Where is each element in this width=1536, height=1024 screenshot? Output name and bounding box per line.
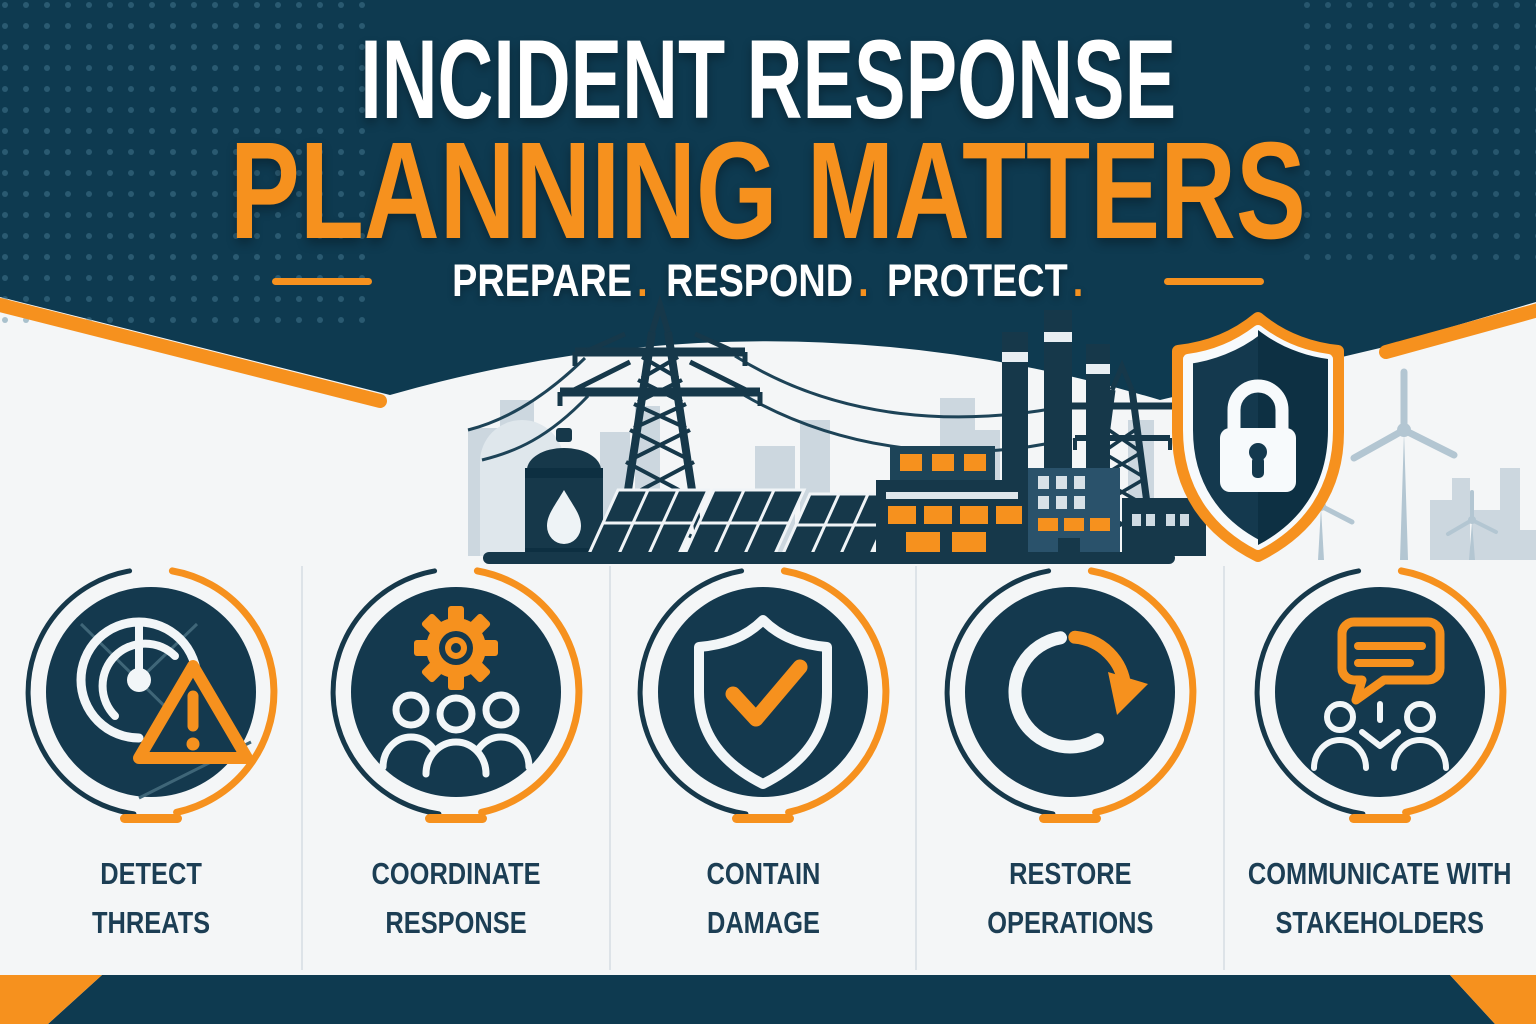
header-banner (0, 0, 1536, 400)
speech-bubble-icon (1337, 617, 1445, 705)
tagline-word: PREPARE (452, 255, 633, 306)
dot-pattern-right (1300, 0, 1536, 262)
column-divider (301, 566, 303, 970)
tagline-period: . (1073, 255, 1084, 306)
step-label: COORDINATE RESPONSE (372, 849, 541, 947)
header-accent-stripe-right (1379, 303, 1536, 359)
step-label-line2: STAKEHOLDERS (1275, 905, 1485, 940)
step-label: RESTORE OPERATIONS (987, 849, 1153, 947)
footer-accent-right (1450, 975, 1536, 1024)
step-label-line1: DETECT (100, 856, 202, 891)
step-label: DETECT THREATS (92, 849, 210, 947)
step-dash (1039, 814, 1101, 823)
communication-icon (1254, 567, 1507, 817)
city-skyline (468, 398, 1536, 560)
step-label-line1: CONTAIN (706, 856, 820, 891)
radar-alert-icon (25, 567, 278, 817)
step-label-line2: THREATS (91, 905, 211, 940)
shield-check-icon (637, 567, 890, 817)
tagline-period: . (637, 255, 648, 306)
step-coordinate-response: COORDINATE RESPONSE (302, 562, 610, 947)
column-divider (609, 566, 611, 970)
step-restore-operations: RESTORE OPERATIONS (916, 562, 1224, 947)
shield-lock-icon (1172, 312, 1344, 562)
ground-bar (483, 552, 1175, 564)
step-label-line2: DAMAGE (706, 905, 820, 940)
step-label-line2: RESPONSE (385, 905, 527, 940)
column-divider (915, 566, 917, 970)
factory-icon (876, 310, 1206, 556)
dot-pattern-left (0, 0, 370, 330)
steps-row: DETECT THREATS (0, 562, 1536, 947)
step-label: CONTAIN DAMAGE (706, 849, 820, 947)
step-label-line1: RESTORE (1008, 856, 1132, 891)
step-dash (732, 814, 794, 823)
tagline-text: PREPARE.RESPOND.PROTECT. (452, 255, 1083, 307)
step-label-line2: OPERATIONS (986, 905, 1154, 940)
people-arrow-icon (1311, 701, 1449, 771)
footer-accent-left (0, 975, 102, 1024)
title-text: INCIDENT RESPONSE (360, 17, 1176, 142)
tagline-rule-left (272, 277, 373, 285)
team-gear-icon (330, 567, 583, 817)
column-divider (1223, 566, 1225, 970)
tagline-rule-right (1163, 277, 1264, 285)
page-title-line2: PLANNING MATTERS (0, 122, 1536, 260)
step-label: COMMUNICATE WITH STAKEHOLDERS (1248, 849, 1512, 947)
title-text: PLANNING MATTERS (230, 114, 1306, 268)
step-label-line1: COORDINATE (371, 856, 541, 891)
gear-icon (414, 606, 498, 690)
tagline-word: PROTECT (887, 255, 1068, 306)
step-dash (425, 814, 487, 823)
hero-illustration (0, 0, 1536, 564)
step-label-line1: COMMUNICATE WITH (1248, 856, 1512, 891)
step-communicate-stakeholders: COMMUNICATE WITH STAKEHOLDERS (1224, 562, 1536, 947)
page-title-line1: INCIDENT RESPONSE (0, 24, 1536, 136)
team-icon (379, 691, 533, 778)
step-detect-threats: DETECT THREATS (0, 562, 302, 947)
oil-tank-icon (525, 428, 603, 560)
restore-arrow-icon (944, 567, 1197, 817)
tagline-period: . (858, 255, 869, 306)
header-accent-stripe-left (0, 297, 387, 408)
step-contain-damage: CONTAIN DAMAGE (610, 562, 916, 947)
step-dash (120, 814, 182, 823)
tagline-word: RESPOND (666, 255, 854, 306)
step-dash (1349, 814, 1411, 823)
footer-bar (0, 975, 1536, 1024)
tagline: PREPARE.RESPOND.PROTECT. (0, 255, 1536, 307)
footer-navy-band (48, 975, 1495, 1024)
